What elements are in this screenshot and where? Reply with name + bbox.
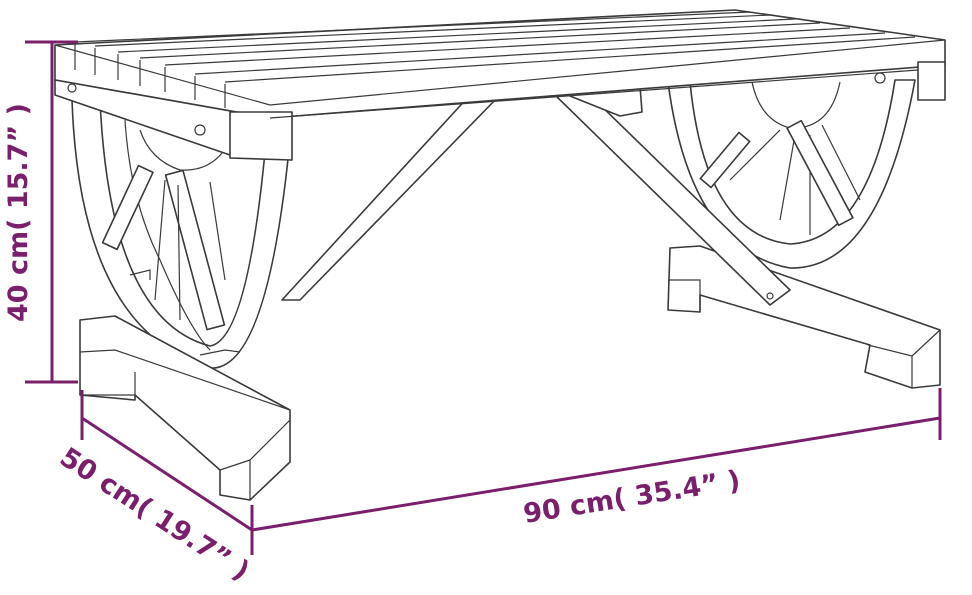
width-label: 90 cm( 35.4” ) <box>521 465 742 530</box>
width-dimension: 90 cm( 35.4” ) <box>251 388 942 532</box>
seat-top <box>54 9 946 161</box>
height-dimension: 40 cm( 15.7” ) <box>3 40 78 384</box>
front-wheel-leg <box>71 99 293 501</box>
height-label: 40 cm( 15.7” ) <box>3 103 34 322</box>
bench-illustration <box>54 9 946 501</box>
width-dimension-line <box>251 416 941 532</box>
depth-dimension-line <box>81 416 253 532</box>
back-wheel-leg <box>667 79 941 389</box>
